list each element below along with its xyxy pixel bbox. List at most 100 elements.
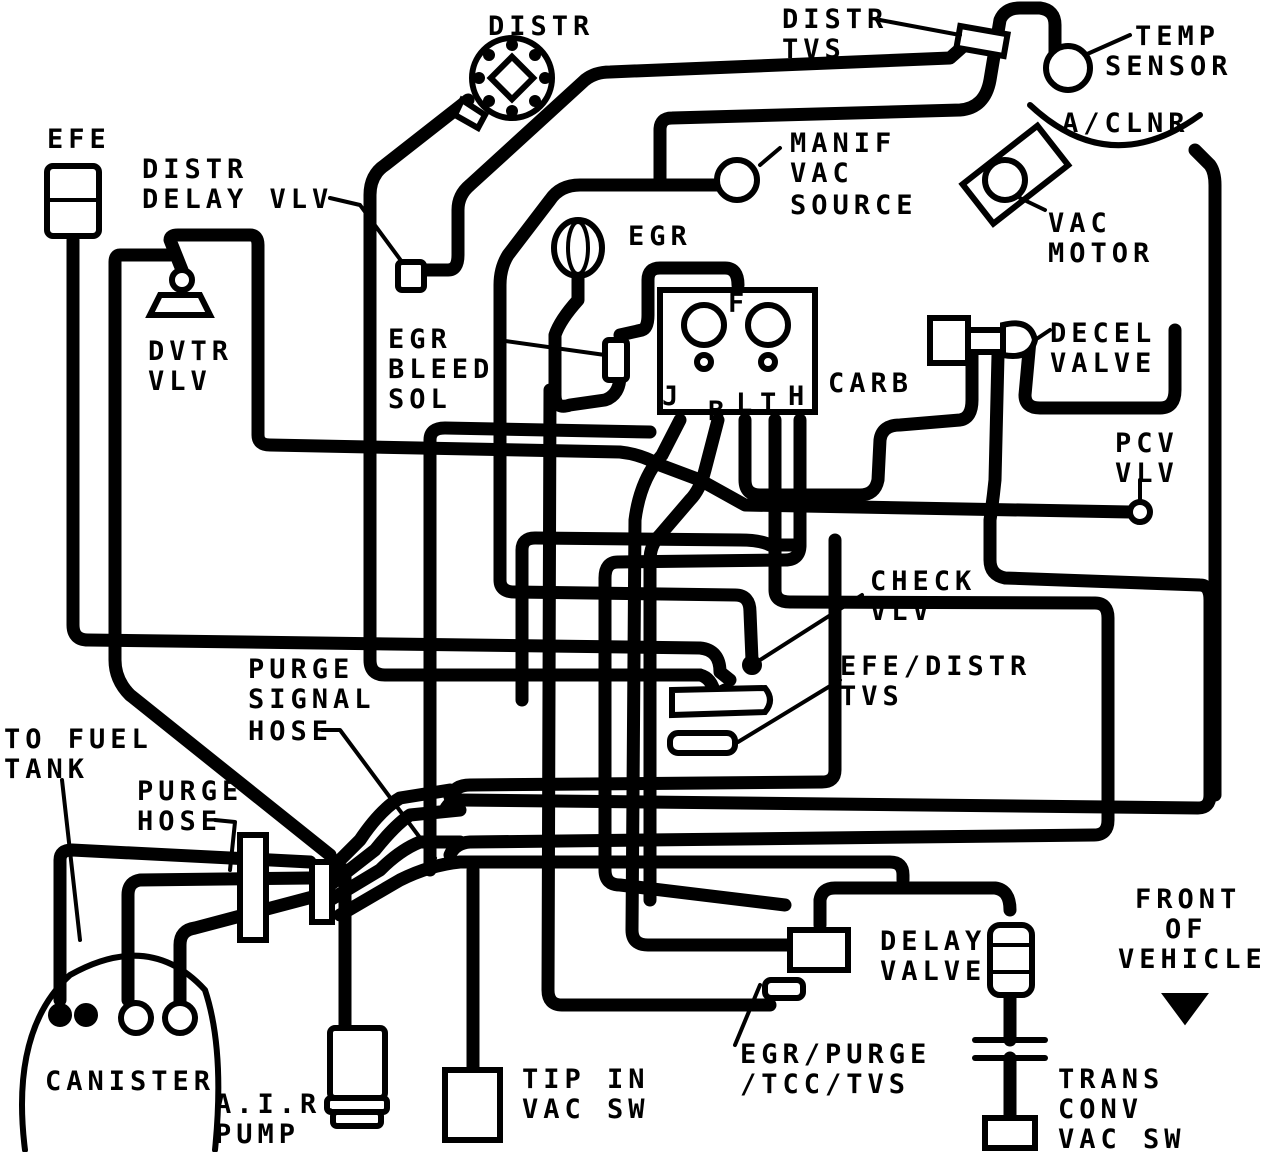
hose-lower-5 — [323, 803, 467, 892]
air-cleaner — [958, 43, 1203, 228]
hose-network — [53, 1, 1222, 1127]
label-purge-signal: PURGE — [248, 654, 354, 685]
hose-lower-2 — [121, 871, 317, 1007]
label-egr-bleed-2: BLEED — [388, 354, 494, 385]
label-efe-distr: EFE/DISTR — [840, 651, 1031, 682]
label-carb-j: J — [662, 381, 683, 412]
label-delay-valve-2: VALVE — [880, 956, 986, 987]
hose-egr-purge — [541, 383, 777, 1012]
hose-junction — [309, 859, 335, 925]
label-carb-b: B — [708, 396, 729, 427]
label-egr-bleed: EGR — [388, 324, 452, 355]
label-tip-in: TIP IN — [522, 1064, 650, 1095]
label-purge-hose: PURGE — [137, 776, 243, 807]
hose-pcv — [693, 473, 1137, 519]
manif-vac-source — [714, 157, 760, 203]
label-efe: EFE — [47, 124, 111, 155]
decel-valve — [927, 315, 1039, 366]
check-valve — [667, 655, 773, 756]
hose-lower-1 — [53, 843, 317, 1007]
egr-purge-tcc-tvs — [762, 927, 851, 1001]
label-air-pump: A.I.R. — [215, 1089, 343, 1120]
label-purge-signal-2: SIGNAL — [248, 684, 376, 715]
label-distr-delay-2: DELAY VLV — [142, 184, 333, 215]
label-check-2: VLV — [870, 596, 934, 627]
hose-lower-7 — [333, 855, 910, 922]
label-purge-signal-3: HOSE — [248, 716, 333, 747]
label-distr-delay: DISTR — [142, 154, 248, 185]
egr-bleed-solenoid — [602, 337, 630, 383]
label-decel-2: VALVE — [1050, 348, 1156, 379]
label-carb-t: T — [760, 388, 781, 419]
hose-decel-out — [1018, 323, 1182, 415]
label-trans: TRANS — [1058, 1064, 1164, 1095]
distributor — [451, 35, 555, 133]
label-carb-f: F — [728, 288, 749, 319]
leader-lines — [60, 18, 1142, 1047]
label-to-fuel-2: TANK — [4, 754, 89, 785]
distr-tvs — [952, 22, 1012, 60]
label-front-3: VEHICLE — [1118, 944, 1264, 975]
hose-carb-h — [598, 413, 807, 912]
label-a-clnr: A/CLNR — [1062, 108, 1190, 139]
hose-dvtr-down — [108, 248, 337, 862]
efe-actuator — [44, 163, 102, 239]
label-manif-2: VAC — [790, 158, 854, 189]
trans-conv-vac-switch — [972, 1037, 1048, 1151]
hose-aircleaner — [1188, 143, 1222, 802]
label-carb-l: L — [736, 388, 757, 419]
down-arrow-icon — [1161, 993, 1209, 1026]
label-pcv-2: VLV — [1115, 458, 1179, 489]
hose-bus-2 — [515, 531, 807, 707]
label-vac-motor-2: MOTOR — [1048, 238, 1154, 269]
label-delay-valve: DELAY — [880, 926, 986, 957]
label-pcv: PCV — [1115, 428, 1179, 459]
purge-valve — [237, 832, 269, 943]
label-distr-tvs: DISTR — [782, 4, 888, 35]
hose-decel — [438, 348, 1217, 817]
hose-lower-6 — [323, 835, 467, 907]
hose-dvtr-top — [163, 228, 707, 487]
label-distr: DISTR — [488, 11, 594, 42]
carburetor — [657, 287, 818, 415]
egr-valve — [551, 217, 605, 279]
hose-bus-1 — [423, 421, 657, 877]
labels: DISTR DISTR TVS TEMP SENSOR EFE DISTR DE… — [4, 4, 1264, 1152]
label-trans-2: CONV — [1058, 1094, 1143, 1125]
label-to-fuel: TO FUEL — [4, 724, 153, 755]
label-egr-purge-2: /TCC/TVS — [740, 1069, 910, 1100]
hose-carb-l — [738, 348, 979, 502]
label-distr-tvs-2: TVS — [782, 34, 846, 65]
tip-in-vac-switch — [442, 1067, 503, 1143]
label-air-pump-2: PUMP — [215, 1119, 300, 1150]
label-carb: CARB — [828, 368, 913, 399]
distr-delay-valve — [395, 259, 427, 293]
hose-distr-delay — [363, 93, 707, 682]
delay-valve — [987, 922, 1035, 998]
label-decel: DECEL — [1050, 318, 1156, 349]
hose-egr — [548, 263, 627, 413]
air-pump — [324, 1025, 390, 1129]
label-dvtr-2: VLV — [148, 366, 212, 397]
hose-distr-upper — [403, 35, 975, 277]
hose-carb-j — [625, 413, 807, 952]
label-check: CHECK — [870, 566, 976, 597]
label-purge-hose-2: HOSE — [137, 806, 222, 837]
label-temp-sensor-2: SENSOR — [1105, 51, 1233, 82]
hose-lower-4 — [323, 783, 457, 877]
label-dvtr: DVTR — [148, 336, 233, 367]
hose-efe — [66, 233, 737, 687]
label-tip-in-2: VAC SW — [522, 1094, 650, 1125]
label-egr-purge: EGR/PURGE — [740, 1039, 931, 1070]
label-egr-bleed-3: SOL — [388, 384, 452, 415]
label-vac-motor: VAC — [1048, 208, 1112, 239]
label-trans-3: VAC SW — [1058, 1124, 1186, 1152]
hose-lower-3 — [173, 888, 327, 1012]
label-temp-sensor: TEMP — [1135, 21, 1220, 52]
label-manif-3: SOURCE — [790, 190, 918, 221]
label-efe-distr-2: TVS — [840, 681, 904, 712]
hose-carb-top — [613, 261, 745, 342]
pcv-valve — [1127, 499, 1153, 525]
label-egr: EGR — [628, 221, 692, 252]
